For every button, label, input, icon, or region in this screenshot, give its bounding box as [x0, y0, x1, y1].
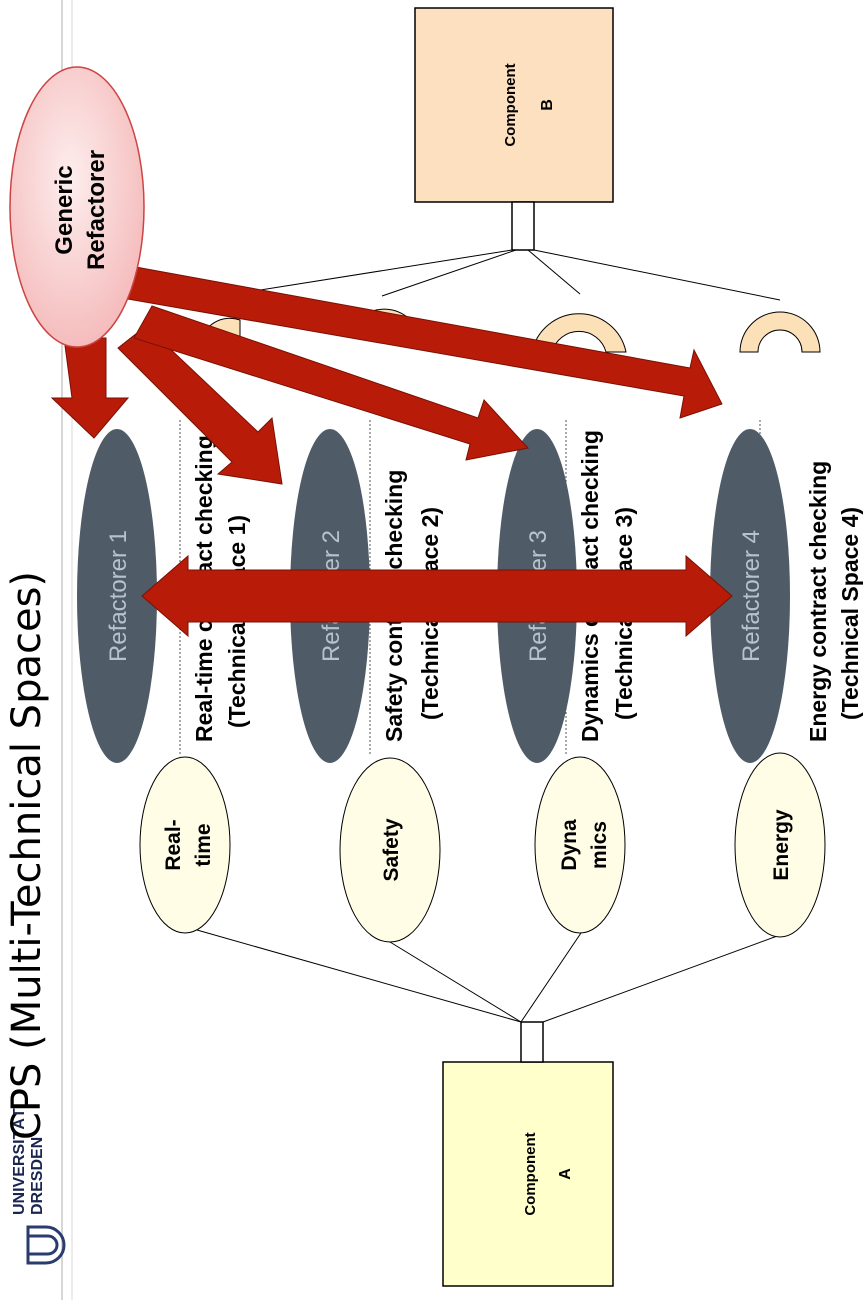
refactorer-1-ellipse[interactable]	[77, 429, 157, 763]
aspect-realtime-ellipse[interactable]	[139, 756, 231, 934]
ts4-label-line2: (Technical Space 4)	[837, 507, 863, 720]
page-title: CPS (Multi-Technical Spaces)	[4, 571, 50, 1140]
component-b-connectors	[247, 249, 781, 301]
logo-shield-icon	[26, 1225, 66, 1265]
aspect-safety-label: Safety	[380, 818, 403, 881]
component-a-port	[520, 1021, 544, 1063]
aspect-dynamics-label-line2: mics	[588, 821, 611, 869]
component-b-label-line2: B	[539, 99, 556, 111]
component-b-port	[511, 201, 535, 251]
component-a-box[interactable]	[442, 1061, 614, 1287]
university-logo	[26, 1225, 66, 1265]
arrow-to-refactorer-3	[133, 305, 529, 461]
ts4-label-line1: Energy contract checking	[805, 461, 831, 742]
aspect-safety-ellipse[interactable]	[339, 757, 441, 943]
component-a-connectors	[196, 929, 781, 1023]
aspect-energy-ellipse[interactable]	[734, 752, 826, 938]
logo-text-line2: DRESDEN	[29, 1137, 46, 1215]
component-b-box[interactable]	[414, 7, 614, 203]
logo-text-line1: UNIVERSITÄT	[10, 1108, 28, 1215]
aspect-realtime-label-line2: time	[192, 823, 215, 866]
generic-refactorer-ellipse[interactable]	[9, 66, 145, 348]
logo-inner-icon	[28, 1234, 59, 1256]
socket-3	[531, 313, 627, 353]
refactorer-1-label: Refactorer 1	[105, 530, 132, 662]
refactorer-4-ellipse[interactable]	[710, 429, 790, 763]
component-b-label-line1: Component	[502, 63, 519, 146]
refactorer-chain-arrow	[141, 554, 733, 638]
arrow-to-refactorer-1	[50, 337, 130, 439]
aspect-energy-label: Energy	[770, 809, 793, 881]
generic-refactorer-arrows	[50, 265, 723, 485]
aspect-realtime-label-line1: Real-	[162, 819, 185, 870]
component-a-label-line1: Component	[522, 1132, 539, 1215]
refactorer-4-label: Refactorer 4	[738, 530, 765, 662]
component-a-label-line2: A	[557, 1168, 574, 1180]
socket-4	[739, 311, 821, 353]
arrow-to-refactorer-4	[121, 265, 723, 419]
aspect-dynamics-ellipse[interactable]	[534, 756, 626, 934]
generic-refactorer-label-line2: Refactorer	[83, 150, 110, 270]
generic-refactorer-label-line1: Generic	[51, 165, 78, 254]
aspect-dynamics-label-line1: Dyna	[558, 819, 581, 871]
